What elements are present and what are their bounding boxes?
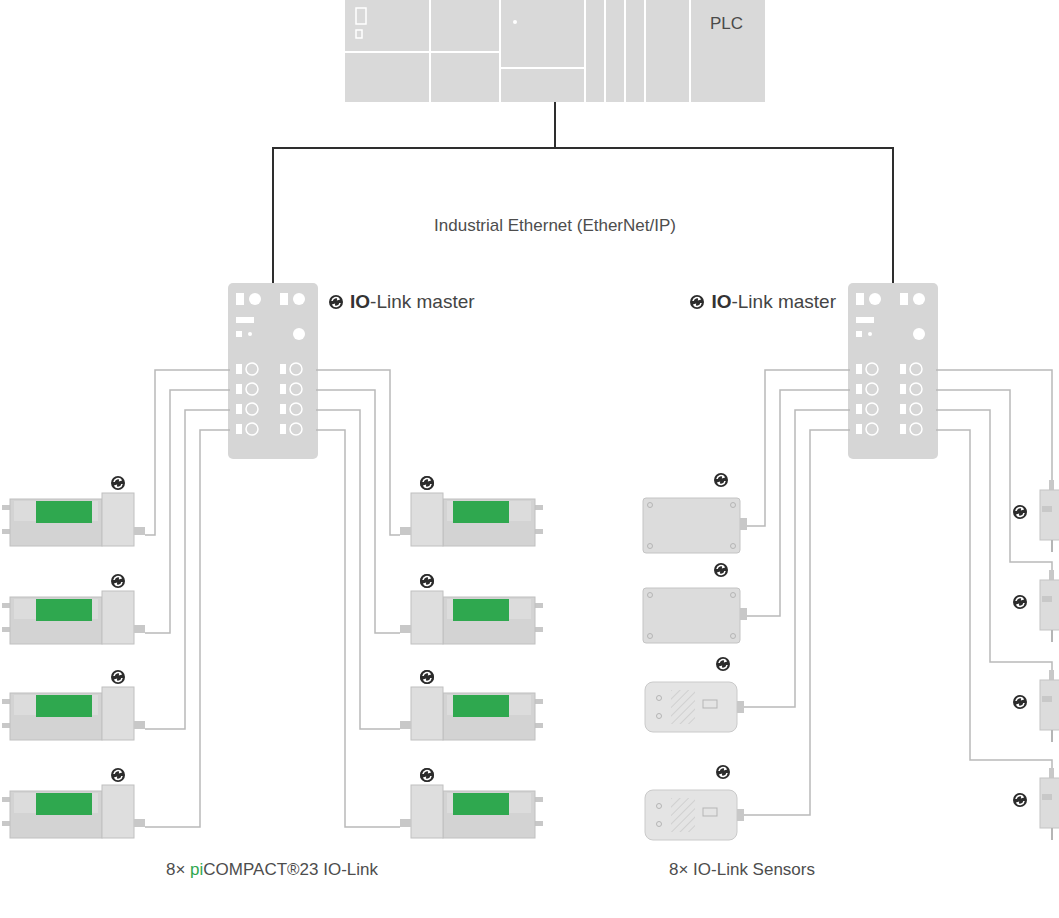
master-heading: IO-Link master	[328, 291, 475, 313]
master-heading: IO-Link master	[689, 291, 836, 313]
master-module	[228, 283, 318, 459]
node-label: PLC	[710, 14, 743, 34]
node-label: IO-Link master	[350, 291, 475, 313]
group-caption: 8× piCOMPACT®23 IO-Link	[166, 860, 378, 880]
port-wires	[145, 370, 1052, 827]
io-link-icons	[420, 476, 434, 782]
plc-box: PLC	[345, 0, 765, 102]
io-link-icon	[689, 294, 705, 310]
ethernet-line	[555, 102, 893, 283]
group-caption: 8× IO-Link Sensors	[669, 860, 815, 880]
ethernet-line	[273, 102, 555, 283]
valve-devices	[2, 476, 543, 838]
plc-body	[345, 0, 765, 102]
io-link-master: IO-Link master	[848, 283, 938, 459]
sensor-devices	[643, 473, 1059, 840]
node-label: IO-Link master	[711, 291, 836, 313]
network-label: Industrial Ethernet (EtherNet/IP)	[434, 216, 676, 236]
master-module	[848, 283, 938, 459]
io-link-icon	[328, 294, 344, 310]
io-link-master: IO-Link master	[228, 283, 318, 459]
